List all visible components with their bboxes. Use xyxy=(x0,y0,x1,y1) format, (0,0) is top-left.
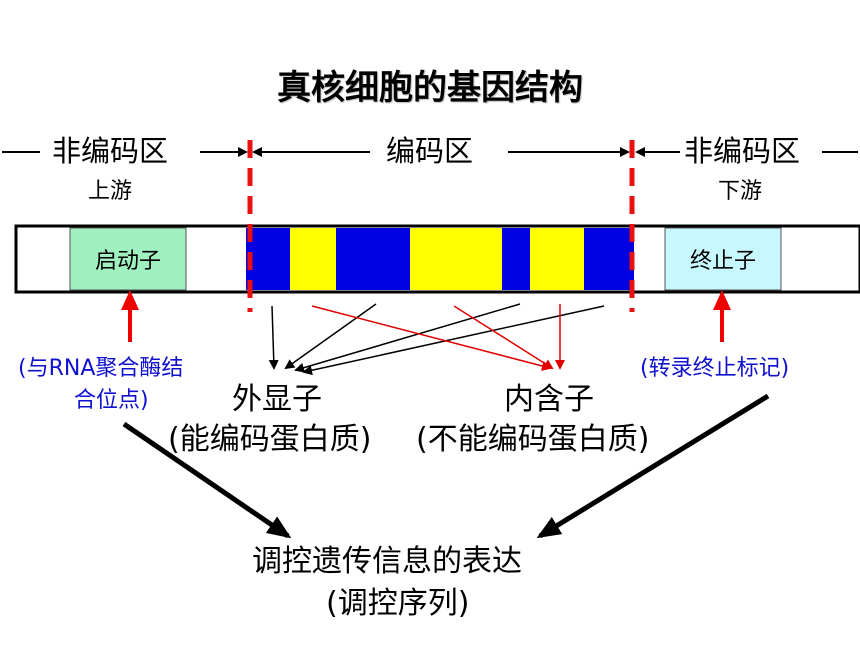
conclusion-note: (调控序列) xyxy=(326,586,470,621)
terminator-box xyxy=(664,227,782,291)
right-conclusion-arrow xyxy=(536,393,770,539)
conclusion-label: 调控遗传信息的表达 xyxy=(252,544,522,579)
exon-segment-4 xyxy=(584,228,634,290)
intron-arrow-1 xyxy=(311,305,552,371)
terminator-label: 终止子 xyxy=(689,249,756,274)
exon-arrow-3 xyxy=(294,303,521,373)
promoter-box xyxy=(69,227,187,291)
promoter-note-line2: 合位点) xyxy=(74,388,149,413)
exon-arrow-4 xyxy=(302,305,605,376)
left-conclusion-arrow xyxy=(122,421,292,539)
downstream-label: 下游 xyxy=(718,179,763,204)
right-noncoding-label: 非编码区 xyxy=(684,134,801,168)
intron-segment-3 xyxy=(530,228,584,290)
exon-segment-3 xyxy=(502,228,530,290)
exon-segment-2 xyxy=(336,228,410,290)
page-title: 真核细胞的基因结构 xyxy=(277,68,583,108)
terminator-note: (转录终止标记) xyxy=(640,356,790,381)
intron-label: 内含子 xyxy=(504,382,594,417)
exon-label: 外显子 xyxy=(232,382,322,417)
promoter-note-line1: (与RNA聚合酶结 xyxy=(18,356,184,381)
intron-segment-2 xyxy=(410,228,502,290)
left-noncoding-label: 非编码区 xyxy=(52,134,169,168)
intron-arrow-2 xyxy=(453,305,554,370)
intron-segment-1 xyxy=(290,228,336,290)
promoter-label: 启动子 xyxy=(94,249,161,274)
exon-note: (能编码蛋白质) xyxy=(168,422,372,457)
coding-region-label: 编码区 xyxy=(386,134,474,168)
exon-arrow-2 xyxy=(284,303,377,370)
exon-arrow-1 xyxy=(268,305,279,370)
upstream-label: 上游 xyxy=(88,179,133,204)
exon-segment-1 xyxy=(246,228,290,290)
intron-note: (不能编码蛋白质) xyxy=(416,422,650,457)
